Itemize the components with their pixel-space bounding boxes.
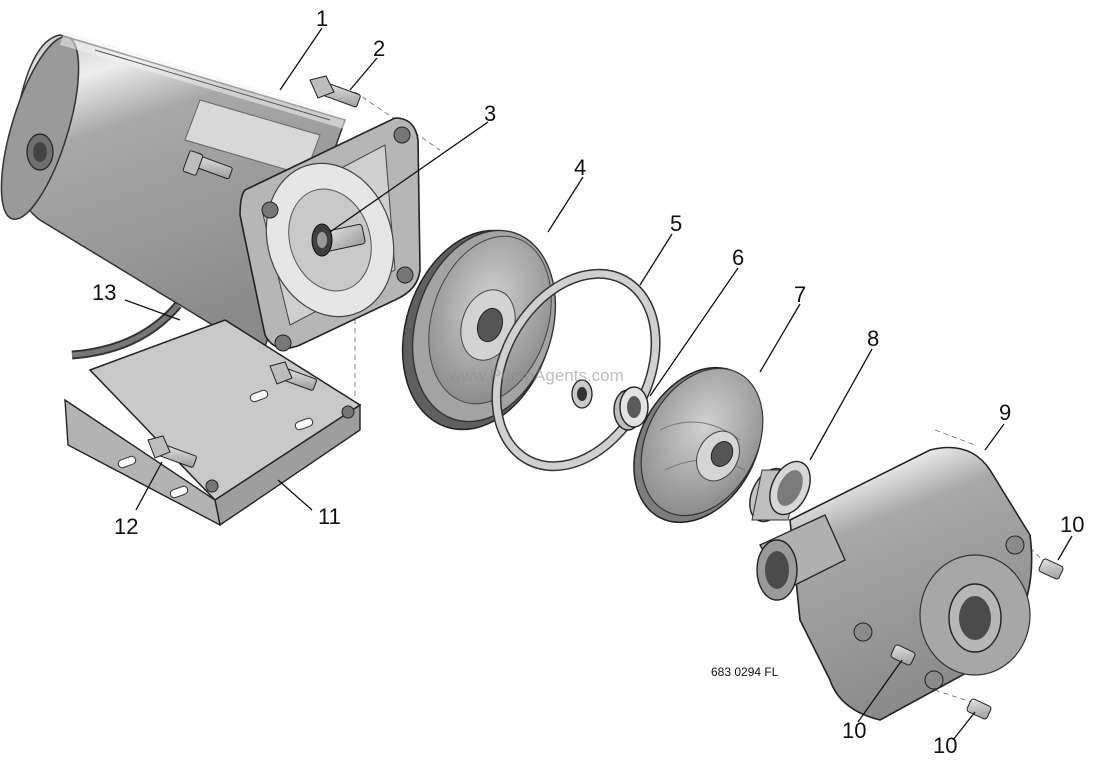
callout-numbers: 1 2 3 4 5 6 7 8 9 10 10 10 11 12 13 [92, 6, 1084, 758]
callout-12: 12 [114, 514, 138, 539]
cap-screw-part [309, 75, 361, 108]
callout-10-top: 10 [1060, 512, 1084, 537]
callout-1: 1 [316, 6, 328, 31]
impeller-part [633, 366, 764, 524]
callout-2: 2 [373, 36, 385, 61]
leader-lines [124, 27, 1073, 741]
callout-5: 5 [670, 211, 682, 236]
seal-plate-part [401, 229, 557, 431]
callout-10-bottom: 10 [933, 733, 957, 758]
motor-part [0, 31, 421, 357]
callout-3: 3 [484, 101, 496, 126]
mounting-base-part [64, 319, 362, 527]
callout-8: 8 [867, 326, 879, 351]
callout-9: 9 [999, 400, 1011, 425]
drain-plug-part [890, 558, 1064, 720]
callout-13: 13 [92, 280, 116, 305]
drawing-code-label: 683 0294 FL [711, 665, 779, 679]
watermark-text: www.PumpAgents.com [448, 366, 624, 385]
base-bolt-part [147, 361, 317, 468]
motor-stud-bolt [182, 150, 233, 180]
pump-volute-part [756, 446, 1033, 721]
callout-6: 6 [732, 245, 744, 270]
rubber-strip-part [71, 302, 182, 360]
shaft-seal-part [571, 379, 649, 431]
callout-7: 7 [794, 282, 806, 307]
callout-4: 4 [574, 155, 586, 180]
callout-10-left: 10 [842, 718, 866, 743]
diffuser-ring-part [749, 460, 811, 523]
callout-11: 11 [318, 504, 341, 529]
